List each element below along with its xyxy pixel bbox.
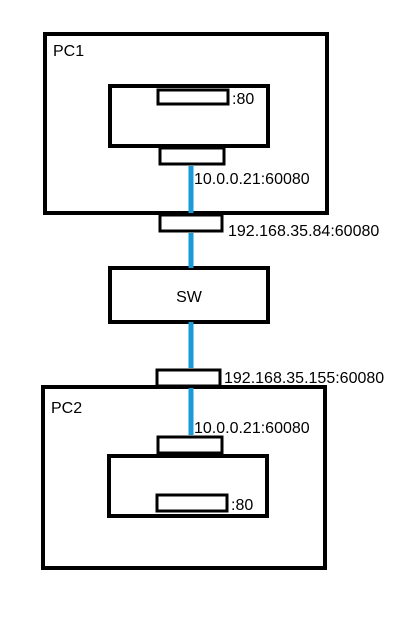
switch-label: SW (176, 289, 203, 306)
pc2-nic (155, 368, 222, 388)
pc1-nic (158, 213, 224, 233)
pc2-internal-address: 10.0.0.21:60080 (194, 420, 310, 437)
pc1-inner-port-label: :80 (232, 91, 254, 108)
pc2-inner-port-label: :80 (231, 497, 253, 514)
pc2-label: PC2 (51, 400, 82, 417)
pc1-external-address: 192.168.35.84:60080 (228, 223, 379, 240)
pc1-label: PC1 (53, 43, 84, 60)
pc1-internal-address: 10.0.0.21:60080 (194, 171, 310, 188)
pc2-external-address: 192.168.35.155:60080 (224, 370, 384, 387)
pc2-container-port (156, 435, 224, 455)
pc2-container-box (107, 454, 269, 518)
pc1-inner-port (156, 88, 230, 106)
pc1-container-port (158, 146, 226, 166)
pc2-inner-port (155, 493, 229, 513)
